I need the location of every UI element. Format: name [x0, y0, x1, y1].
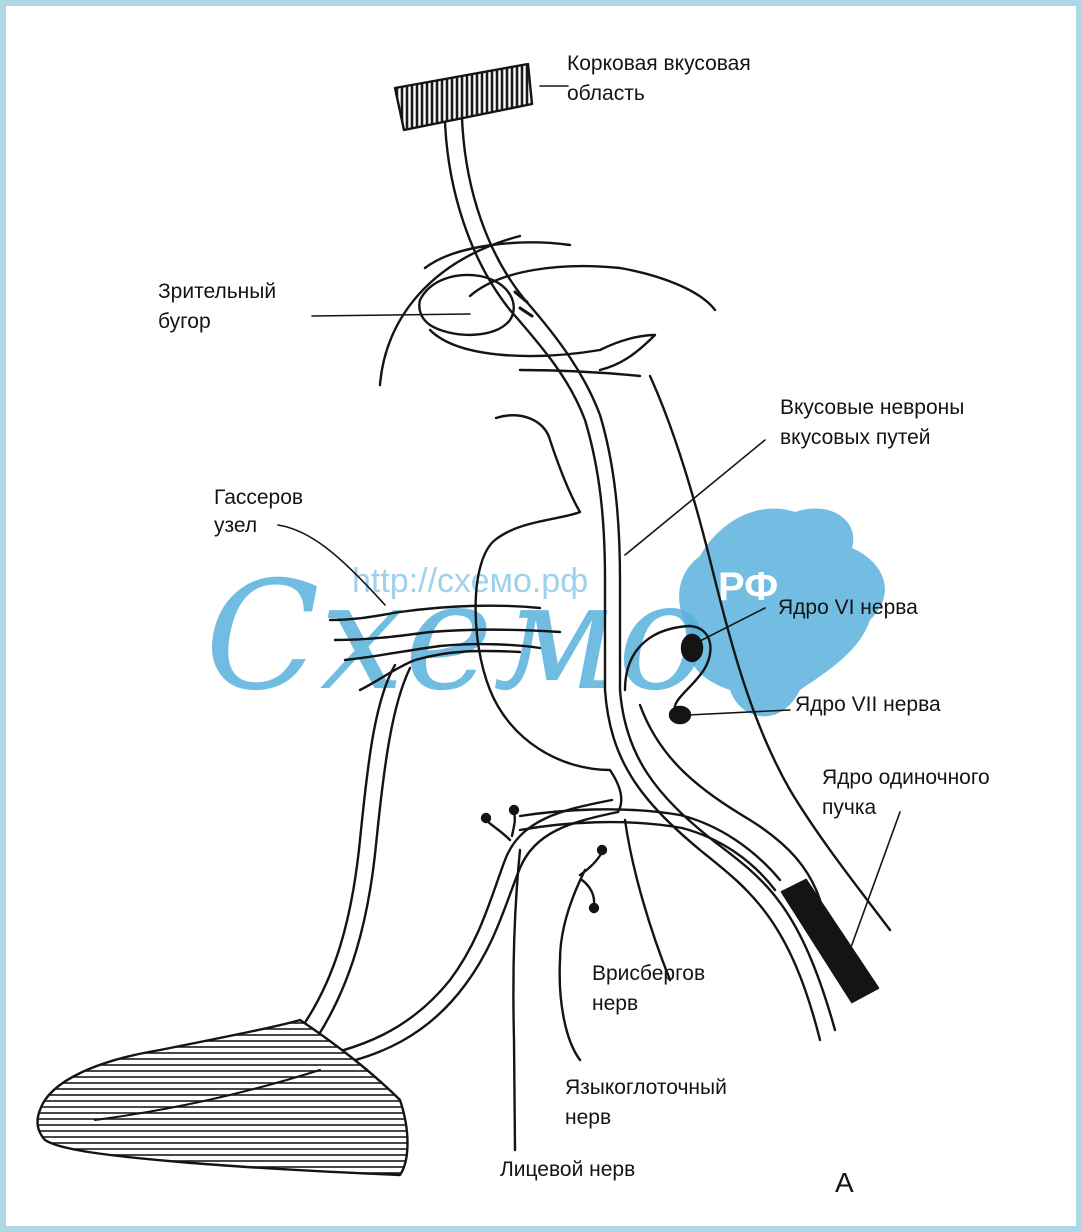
label-thalamus-line1: Зрительный [158, 280, 276, 303]
leader-thalamus [312, 314, 470, 316]
nucleus-vii-dot [670, 707, 690, 723]
bundle-main-1 [605, 690, 820, 1040]
label-thalamus-line2: бугор [158, 310, 211, 333]
glossopharyngeal-line [560, 870, 585, 1060]
panel-letter: А [835, 1167, 854, 1198]
bud-b2 [590, 904, 598, 912]
watermark-badge: РФ [718, 565, 778, 609]
bud-a1 [482, 814, 490, 822]
taste-pathway-diagram: Схемо http://схемо.рф РФ [6, 6, 1076, 1226]
thalamus-inner [419, 275, 513, 335]
bud-branches-b [580, 852, 602, 905]
label-taste-neurons-line1: Вкусовые невроны [780, 396, 964, 419]
label-facial: Лицевой нерв [500, 1158, 635, 1181]
label-wrisberg-line2: нерв [592, 992, 638, 1015]
label-nucleus-vi: Ядро VI нерва [778, 596, 918, 619]
label-solitary-line1: Ядро одиночного [822, 766, 990, 789]
watermark-url: http://схемо.рф [352, 562, 588, 600]
label-taste-neurons-line2: вкусовых путей [780, 426, 931, 449]
label-glossopharyngeal-line2: нерв [565, 1106, 611, 1129]
wrisberg-line [625, 820, 670, 980]
nerve-lingual-2 [320, 812, 618, 1068]
label-solitary-line2: пучка [822, 796, 876, 819]
bundle-main-3 [640, 705, 820, 900]
leader-solitary [850, 812, 900, 950]
label-glossopharyngeal-line1: Языкоглоточный [565, 1076, 727, 1099]
label-cortex-line1: Корковая вкусовая [567, 52, 751, 75]
label-gasser-line1: Гассеров [214, 486, 303, 509]
bud-b1 [598, 846, 606, 854]
cortex-block [395, 64, 532, 130]
thalamus-outline [380, 236, 715, 385]
nerve-lingual-3 [520, 809, 780, 880]
label-wrisberg-line1: Врисбергов [592, 962, 705, 985]
solitary-nucleus-bar [782, 880, 878, 1002]
label-gasser-line2: узел [214, 514, 257, 537]
figure-frame: Схемо http://схемо.рф РФ [6, 6, 1076, 1226]
facial-nerve-line [513, 850, 520, 1150]
nucleus-vi-dot [682, 635, 702, 661]
label-cortex-line2: область [567, 82, 645, 105]
bud-a2 [510, 806, 518, 814]
label-nucleus-vii: Ядро VII нерва [795, 693, 941, 716]
